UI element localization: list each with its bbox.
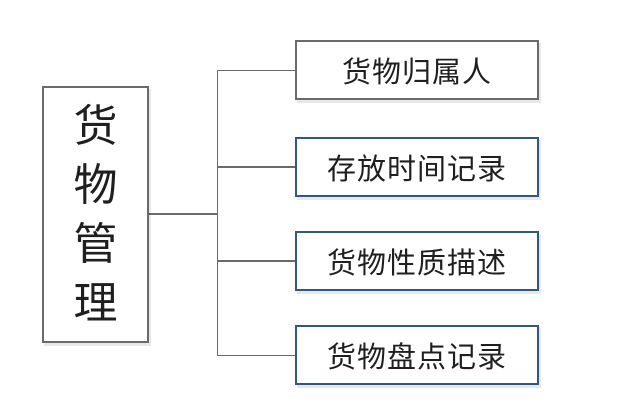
- node-cargo-inventory-record: 货物盘点记录: [295, 325, 539, 385]
- connector-trunk: [216, 69, 218, 356]
- connector-branch-4: [217, 354, 295, 356]
- node-cargo-inventory-record-label: 货物盘点记录: [326, 340, 507, 374]
- node-cargo-management: 货 物 管 理: [42, 86, 149, 343]
- node-storage-time-record-label: 存放时间记录: [326, 152, 507, 186]
- node-cargo-nature-description-label: 货物性质描述: [326, 246, 507, 280]
- connector-branch-2: [217, 166, 295, 168]
- connector-root-stem: [149, 213, 218, 215]
- node-storage-time-record: 存放时间记录: [295, 137, 539, 197]
- node-cargo-nature-description: 货物性质描述: [295, 231, 539, 291]
- connector-branch-3: [217, 260, 295, 262]
- node-cargo-owner-label: 货物归属人: [341, 55, 492, 89]
- node-cargo-owner: 货物归属人: [295, 40, 539, 100]
- connector-branch-1: [217, 69, 295, 71]
- node-cargo-management-label: 货 物 管 理: [73, 100, 118, 329]
